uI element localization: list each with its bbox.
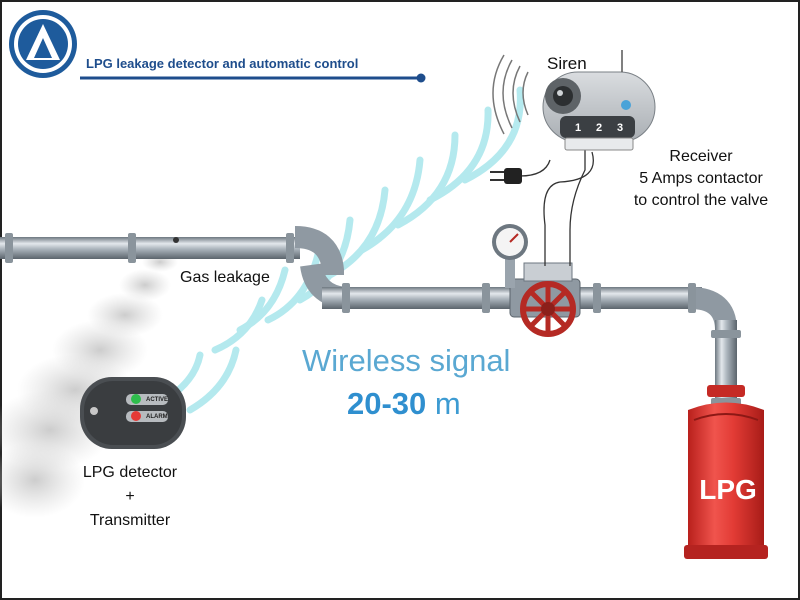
control-valve: [509, 262, 581, 337]
receiver-line-3: to control the valve: [633, 192, 769, 209]
header-underline: [80, 73, 426, 83]
active-led-label: ACTIVE: [146, 397, 169, 403]
detector-line-2: +: [125, 488, 135, 505]
cylinder-label: LPG: [699, 474, 757, 505]
power-plug-icon: [490, 168, 522, 184]
receiver-button-1: 1: [575, 122, 582, 134]
alarm-led-icon: [131, 411, 141, 421]
range-value: 20-30: [347, 386, 427, 421]
company-logo: [9, 10, 77, 78]
gas-smoke: [0, 252, 178, 518]
siren-receiver-device: [542, 50, 656, 151]
receiver-button-3: 3: [617, 122, 624, 134]
receiver-button-2: 2: [596, 122, 603, 134]
detector-line-3: Transmitter: [89, 512, 171, 529]
detector-line-1: LPG detector: [82, 464, 178, 481]
lpg-cylinder: [684, 385, 768, 559]
siren-label: Siren: [547, 54, 587, 73]
signal-range: 20-30 m: [347, 386, 461, 422]
receiver-line-1: Receiver: [669, 148, 733, 165]
receiver-line-2: 5 Amps contactor: [639, 170, 763, 187]
siren-sound-waves: [492, 54, 529, 135]
alarm-led-label: ALARM: [146, 414, 168, 420]
receiver-wires: [519, 150, 594, 266]
gas-leakage-label: Gas leakage: [180, 269, 270, 286]
receiver-description: Receiver 5 Amps contactor to control the…: [606, 146, 796, 212]
pressure-gauge: [492, 224, 528, 288]
lpg-detector-device: [80, 377, 186, 449]
detector-description: LPG detector + Transmitter: [60, 461, 200, 533]
header-title: LPG leakage detector and automatic contr…: [86, 56, 359, 71]
active-led-icon: [131, 394, 141, 404]
wireless-signal-label: Wireless signal: [302, 343, 511, 378]
range-unit: m: [434, 386, 461, 421]
